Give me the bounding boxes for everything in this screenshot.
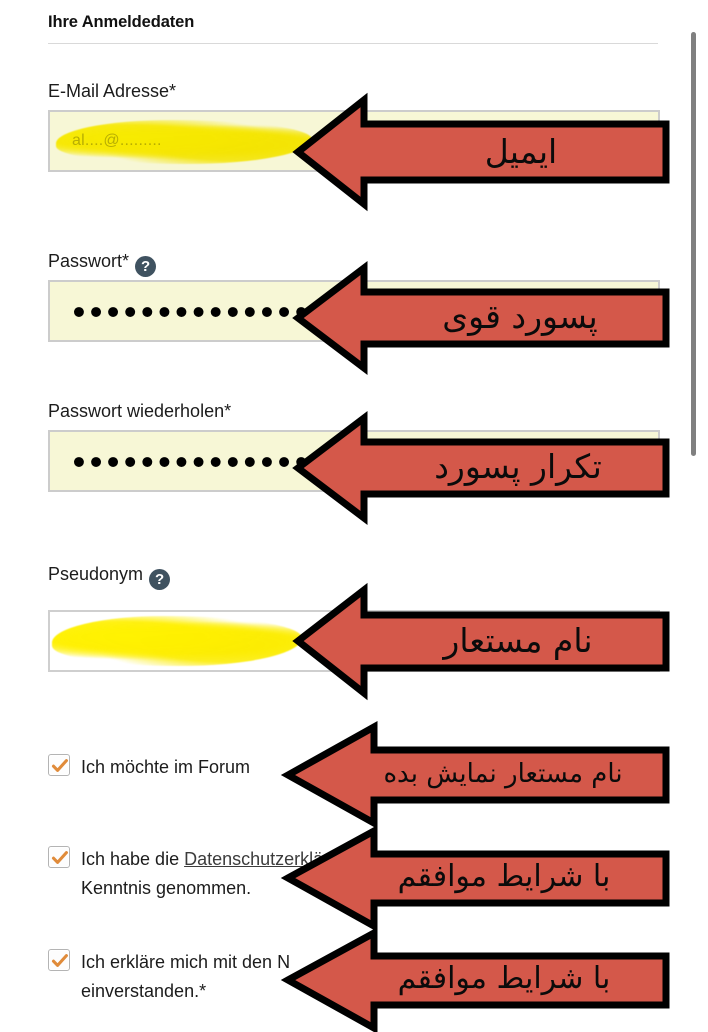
label-pseudonym-text: Pseudonym [48, 564, 144, 584]
password-repeat-field[interactable]: ●●●●●●●●●●●●●●●●●●● [48, 430, 660, 492]
label-pseudonym: Pseudonym? [48, 563, 171, 590]
password-repeat-field-value: ●●●●●●●●●●●●●●●●●●● [72, 447, 397, 474]
label-password: Passwort*? [48, 250, 157, 277]
page-title: Ihre Anmeldedaten [48, 13, 195, 31]
password-field-value: ●●●●●●●●●●●●●●●●●●● [72, 297, 397, 324]
check-icon [51, 851, 68, 864]
privacy-policy-link[interactable]: Datenschutzerklä [184, 849, 324, 869]
checkbox-forum-text: Ich möchte im Forum [81, 757, 251, 777]
help-icon-pseudonym[interactable]: ? [149, 569, 171, 590]
checkbox-privacy-text-line2: Kenntnis genommen. [81, 878, 252, 898]
checkbox-privacy-label: Ich habe die Datenschutzerklä Kenntnis g… [81, 845, 641, 903]
title-divider [48, 43, 658, 44]
redaction-mark-email [56, 120, 312, 164]
label-password-text: Passwort* [48, 251, 130, 271]
scrollbar-thumb[interactable] [691, 32, 696, 456]
redaction-mark-pseudonym [52, 616, 302, 666]
checkbox-forum[interactable] [48, 754, 70, 776]
checkbox-terms-label: Ich erkläre mich mit den N einverstanden… [81, 948, 641, 1006]
checkbox-privacy-text-before: Ich habe die [81, 849, 185, 869]
pseudonym-field[interactable] [48, 610, 660, 672]
checkbox-terms[interactable] [48, 949, 70, 971]
label-email-text: E-Mail Adresse* [48, 81, 177, 101]
help-icon-password[interactable]: ? [135, 256, 157, 277]
scrollbar-track[interactable] [691, 0, 704, 1024]
checkbox-terms-text-line2: einverstanden.* [81, 981, 207, 1001]
label-email: E-Mail Adresse* [48, 80, 176, 102]
check-icon [51, 759, 68, 772]
label-password-repeat-text: Passwort wiederholen* [48, 401, 232, 421]
password-field[interactable]: ●●●●●●●●●●●●●●●●●●● [48, 280, 660, 342]
registration-form: Ihre Anmeldedaten E-Mail Adresse* al....… [48, 13, 660, 1006]
email-field[interactable]: al....@......... [48, 110, 660, 172]
checkbox-terms-text-before: Ich erkläre mich mit den N [81, 952, 291, 972]
checkbox-forum-label: Ich möchte im Forum [81, 753, 641, 782]
label-password-repeat: Passwort wiederholen* [48, 400, 231, 422]
checkbox-privacy[interactable] [48, 846, 70, 868]
check-icon [51, 954, 68, 967]
